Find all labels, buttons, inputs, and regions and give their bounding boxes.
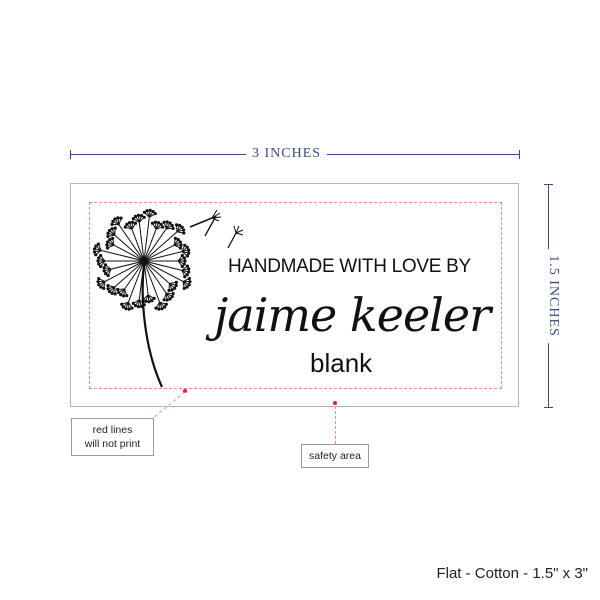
width-dimension-tick-right bbox=[519, 150, 521, 159]
label-preview bbox=[70, 183, 519, 407]
product-description: Flat - Cotton - 1.5" x 3" bbox=[436, 565, 588, 582]
red-lines-text-2: will not print bbox=[84, 438, 141, 450]
height-dimension-label: 1.5 INCHES bbox=[544, 249, 561, 343]
safety-area-leader bbox=[334, 406, 336, 444]
label-name: jaime keeler bbox=[214, 288, 491, 342]
red-lines-marker bbox=[183, 389, 187, 393]
label-line-3: blank bbox=[310, 348, 373, 378]
safety-area-callout: safety area bbox=[301, 444, 369, 468]
width-dimension-label: 3 INCHES bbox=[246, 146, 328, 162]
red-lines-leader bbox=[152, 391, 186, 419]
safety-area-outline bbox=[89, 202, 502, 389]
red-lines-callout: red lines will not print bbox=[71, 418, 154, 456]
safety-area-marker bbox=[333, 401, 337, 405]
label-line-1: HANDMADE WITH LOVE BY bbox=[228, 256, 471, 277]
width-dimension-tick-left bbox=[70, 150, 72, 159]
red-lines-text-1: red lines bbox=[92, 424, 133, 436]
dandelion-icon bbox=[92, 208, 244, 388]
height-dimension-tick-top bbox=[544, 184, 553, 186]
height-dimension-tick-bottom bbox=[544, 407, 553, 409]
